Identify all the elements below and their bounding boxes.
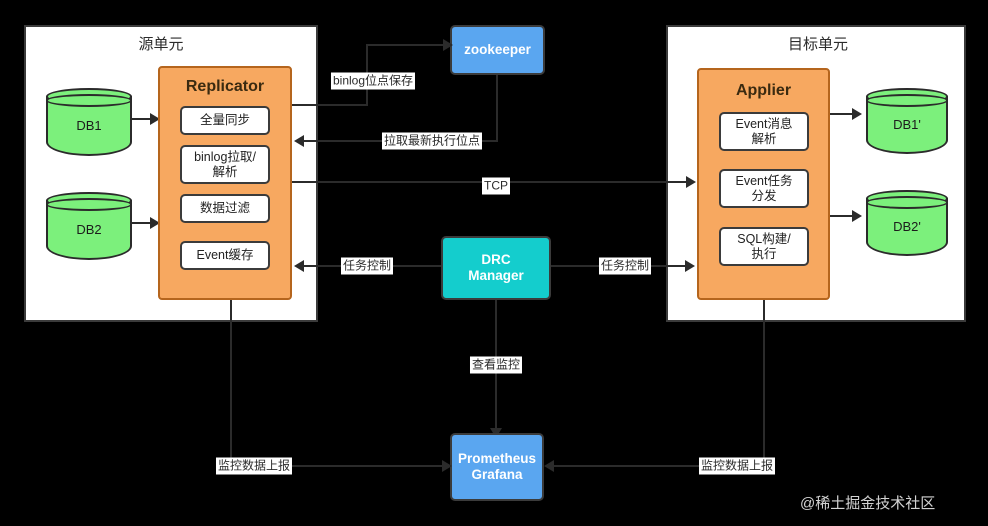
applier-step-1: Event消息 解析 xyxy=(719,112,809,151)
db2-label: DB2 xyxy=(76,222,102,237)
edge-label-fetch-latest: 拉取最新执行位点 xyxy=(381,132,483,150)
edge-binlog-save-seg-h2 xyxy=(366,44,452,46)
database-db2: DB2 xyxy=(46,192,132,260)
edge-fetch-latest-seg-v xyxy=(496,75,498,142)
edge-label-tcp: TCP xyxy=(482,177,510,195)
edge-applier-to-db1-prime-arrow xyxy=(852,108,862,120)
edge-metrics-right-seg-h xyxy=(554,465,764,467)
watermark: @稀土掘金技术社区 xyxy=(800,495,936,512)
edge-metrics-left-seg-h xyxy=(230,465,444,467)
db1-prime-cylinder-lid-inner xyxy=(866,94,948,107)
panel-target-unit-title: 目标单元 xyxy=(787,36,849,53)
edge-metrics-right-arrow xyxy=(544,460,554,472)
edge-metrics-left-arrow xyxy=(442,460,452,472)
edge-label-metrics-right: 监控数据上报 xyxy=(698,457,776,475)
edge-fetch-latest-arrow xyxy=(294,135,304,147)
edge-applier-to-db2-prime xyxy=(830,215,854,217)
database-db2-prime: DB2' xyxy=(866,190,948,256)
db2-prime-label: DB2' xyxy=(893,219,921,234)
edge-label-binlog-save: binlog位点保存 xyxy=(330,72,416,90)
edge-metrics-right-seg-v xyxy=(763,300,765,467)
applier-step-2: Event任务 分发 xyxy=(719,169,809,208)
replicator-step-2: binlog拉取/ 解析 xyxy=(180,145,270,184)
db1-label: DB1 xyxy=(76,118,102,133)
edge-task-control-left-arrow xyxy=(294,260,304,272)
replicator-step-3: 数据过滤 xyxy=(180,194,270,223)
edge-db1-to-replicator xyxy=(132,118,152,120)
edge-applier-to-db1-prime xyxy=(830,113,854,115)
applier-step-3: SQL构建/ 执行 xyxy=(719,227,809,266)
edge-applier-to-db2-prime-arrow xyxy=(852,210,862,222)
processor-replicator-title: Replicator xyxy=(185,78,265,95)
processor-applier-title: Applier xyxy=(735,82,792,99)
edge-label-view-monitor: 查看监控 xyxy=(469,356,523,374)
edge-db2-to-replicator xyxy=(132,222,152,224)
service-drc-manager[interactable]: DRC Manager xyxy=(441,236,551,300)
edge-metrics-left-seg-v xyxy=(230,300,232,467)
service-zookeeper[interactable]: zookeeper xyxy=(450,25,545,75)
replicator-step-4: Event缓存 xyxy=(180,241,270,270)
db1-cylinder-lid-inner xyxy=(46,94,132,107)
db2-cylinder-lid-inner xyxy=(46,198,132,211)
edge-db2-to-replicator-arrow xyxy=(150,217,160,229)
db1-prime-label: DB1' xyxy=(893,117,921,132)
edge-task-control-right-arrow xyxy=(685,260,695,272)
db2-prime-cylinder-lid-inner xyxy=(866,196,948,209)
service-prometheus-grafana[interactable]: Prometheus Grafana xyxy=(450,433,544,501)
edge-db1-to-replicator-arrow xyxy=(150,113,160,125)
replicator-step-1: 全量同步 xyxy=(180,106,270,135)
edge-binlog-save-arrow xyxy=(443,39,453,51)
panel-source-unit-title: 源单元 xyxy=(138,36,184,53)
edge-label-metrics-left: 监控数据上报 xyxy=(215,457,293,475)
edge-label-task-control-left: 任务控制 xyxy=(340,257,394,275)
edge-tcp-arrow xyxy=(686,176,696,188)
edge-binlog-save-seg-h1 xyxy=(292,104,368,106)
database-db1: DB1 xyxy=(46,88,132,156)
edge-label-task-control-right: 任务控制 xyxy=(598,257,652,275)
database-db1-prime: DB1' xyxy=(866,88,948,154)
